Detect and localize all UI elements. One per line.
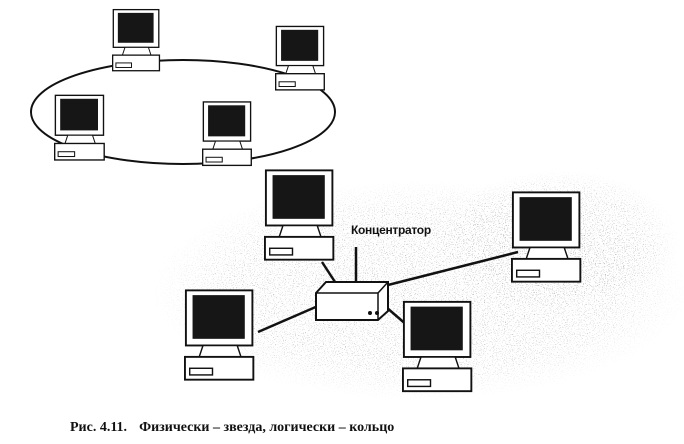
computer-ring-2 xyxy=(275,25,325,91)
cable-right-computer xyxy=(383,250,519,288)
cable-left-computer xyxy=(257,304,319,334)
computer-ring-3 xyxy=(54,94,105,161)
hub-led-2 xyxy=(375,311,379,315)
computer-star-right xyxy=(511,191,582,283)
computer-star-left xyxy=(184,289,255,381)
hub-led-1 xyxy=(368,311,372,315)
computer-ring-1 xyxy=(112,8,161,72)
caption-text: Физически – звезда, логически – кольцо xyxy=(139,420,395,435)
computer-star-bottom xyxy=(402,300,473,393)
figure-caption: Рис. 4.11. Физически – звезда, логически … xyxy=(70,420,394,436)
concentrator-label: Концентратор xyxy=(351,223,431,237)
concentrator-hub xyxy=(315,281,389,321)
ring-line xyxy=(30,59,336,165)
computer-ring-4 xyxy=(202,101,253,167)
computer-star-top xyxy=(264,169,335,261)
caption-number: Рис. 4.11. xyxy=(70,420,128,435)
